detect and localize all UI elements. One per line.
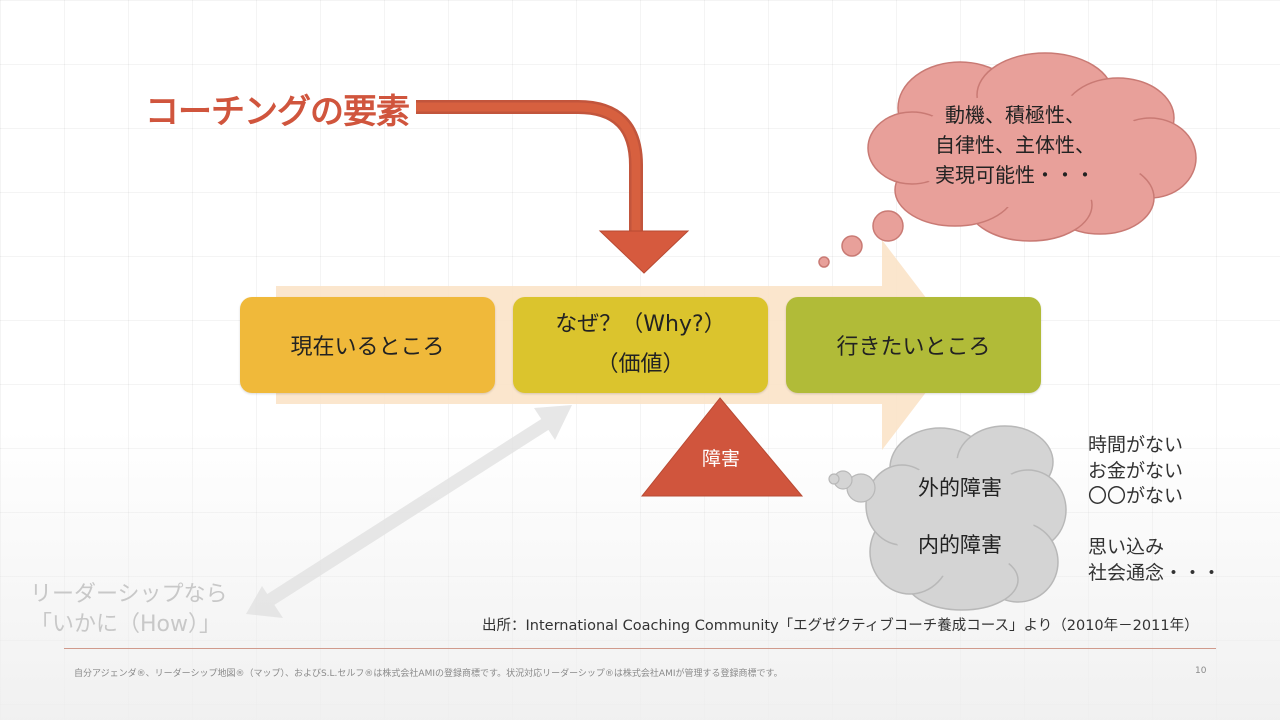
obstacle-bubbles [828,470,876,503]
obstacle-triangle [640,397,804,497]
obstacle-examples: 時間がない お金がない 〇〇がない 思い込み 社会通念・・・ [1088,433,1221,586]
box-goal-label: 行きたいところ [836,335,991,360]
title-arrow [416,100,690,274]
obstacle-example: お金がない [1088,459,1184,482]
footer-divider [64,648,1216,649]
motivation-line-2: 自律性、主体性、 [935,133,1095,157]
leadership-line-2: 「いかに（How）」 [30,612,221,637]
box-goal-state: 行きたいところ [786,297,1041,393]
leadership-line-1: リーダーシップなら [30,582,228,607]
obstacle-example: 時間がない [1088,434,1184,456]
obstacle-example: 思い込み [1088,536,1165,558]
how-arrow [246,405,572,618]
footer-trademark-note: 自分アジェンダ®、リーダーシップ地図®（マップ）、およびS.L.セルフ®は株式会… [74,669,783,679]
leadership-text: リーダーシップなら 「いかに（How）」 [30,580,228,640]
slide-title: コーチングの要素 [145,92,410,132]
page-number: 10 [1195,666,1207,676]
obstacle-example: 社会通念・・・ [1088,561,1222,584]
box-current-label: 現在いるところ [290,335,445,360]
obstacle-label: 障害 [701,448,740,470]
motivation-line-1: 動機、積極性、 [945,103,1085,127]
obstacle-example-spacer [1088,510,1221,536]
motivation-text: 動機、積極性、 自律性、主体性、 実現可能性・・・ [895,100,1135,190]
thought-bubbles [818,210,904,268]
motivation-cloud [867,52,1197,242]
box-value-label: （価値） [596,352,685,377]
obstacle-cloud [865,425,1067,611]
source-citation: 出所：International Coaching Community「エグゼク… [482,618,1199,634]
box-why-label: なぜ？（Why?） [555,312,726,337]
external-obstacle-label: 外的障害 [918,476,1002,500]
internal-obstacle-label: 内的障害 [918,533,1002,557]
background-gradient [0,430,1280,720]
obstacle-example: 〇〇がない [1088,485,1184,507]
box-why-value: なぜ？（Why?） （価値） [513,297,768,393]
motivation-line-3: 実現可能性・・・ [935,163,1095,187]
box-current-state: 現在いるところ [240,297,495,393]
